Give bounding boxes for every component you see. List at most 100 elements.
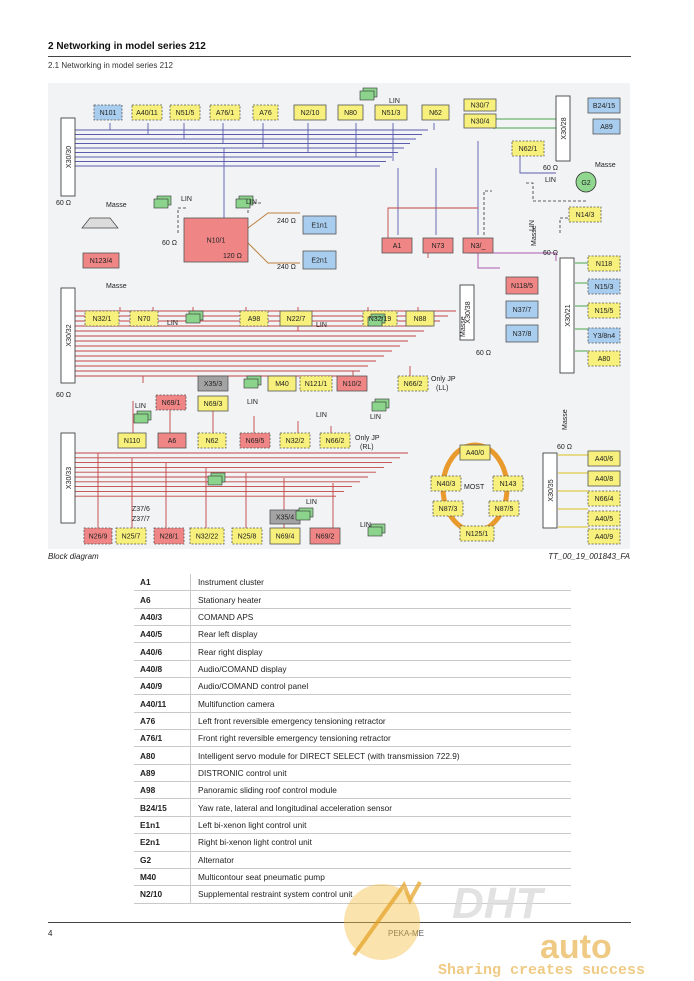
module-label: N32/1: [93, 316, 112, 323]
header-rule: [48, 56, 631, 57]
module-label: N37/8: [513, 331, 532, 338]
watermark-brand-top: DHT: [452, 879, 546, 928]
legend-description: Audio/COMAND control panel: [190, 677, 571, 696]
module-label: A80: [598, 356, 611, 363]
section-title: 2 Networking in model series 212: [48, 41, 206, 52]
module-label: A40/8: [595, 476, 613, 483]
lin-device-icon: [243, 378, 259, 389]
legend-description: Left front reversible emergency tensioni…: [190, 712, 571, 731]
watermark-logo: DHT auto Sharing creates success: [344, 879, 645, 979]
module-box: [374, 104, 408, 121]
diagram-reference: TT_00_19_001843_FA: [548, 552, 630, 561]
module-box: [115, 527, 147, 545]
module-box: [587, 278, 621, 295]
module-box: [209, 104, 241, 121]
legend-description: Multifunction camera: [190, 694, 571, 713]
resistance-label: 60 Ω: [543, 165, 558, 172]
ground-label: Masse: [562, 409, 569, 430]
connector-block: [60, 287, 76, 384]
module-label: N32/19: [369, 316, 392, 323]
connector-block: [542, 452, 558, 529]
legend-code: A80: [134, 746, 191, 765]
connector-label: X30/30: [66, 146, 73, 168]
module-box: [505, 276, 539, 295]
module-box: [492, 475, 524, 492]
lin-label: LIN: [246, 199, 257, 206]
module-label: N101: [100, 110, 117, 117]
legend-code: A40/11: [134, 694, 191, 713]
module-box: [189, 527, 225, 545]
connector-block: [559, 257, 575, 374]
module-box: [269, 527, 301, 545]
module-box: [319, 432, 351, 449]
resistance-label: 240 Ω: [277, 264, 296, 271]
module-label: N40/3: [437, 481, 456, 488]
page-number: 4: [48, 929, 53, 938]
module-label: N66/2: [404, 381, 423, 388]
legend-code: B24/15: [134, 798, 191, 817]
module-box: [279, 432, 311, 449]
module-label: N3/_: [471, 243, 486, 250]
connector-block: [60, 117, 76, 197]
module-box: [299, 375, 333, 392]
bus-wire: [247, 242, 300, 264]
module-box: [459, 525, 495, 542]
lin-label: LIN: [135, 403, 146, 410]
legend-code: A89: [134, 764, 191, 783]
lin-label: LIN: [181, 196, 192, 203]
module-label: N2/10: [301, 110, 320, 117]
module-label: N26/9: [89, 534, 108, 541]
module-box: [587, 490, 621, 507]
legend-description: Left bi-xenon light control unit: [190, 816, 571, 835]
resistance-label: 120 Ω: [223, 253, 242, 260]
legend-description: Instrument cluster: [190, 574, 571, 592]
module-box: [505, 324, 539, 343]
legend-description: Right bi-xenon light control unit: [190, 833, 571, 852]
connector-label: X30/28: [561, 117, 568, 139]
bus-wire: [519, 149, 556, 174]
module-label: N25/7: [122, 534, 141, 541]
bus-wire: [477, 248, 500, 269]
module-box: [302, 215, 337, 235]
legend-code: E2n1: [134, 833, 191, 852]
module-box: [422, 237, 454, 254]
legend-code: A1: [134, 574, 191, 592]
module-box: [153, 527, 185, 545]
module-box: [511, 140, 545, 157]
module-box: [197, 395, 229, 412]
dashed-wire: [559, 217, 588, 233]
legend-code: A76: [134, 712, 191, 731]
module-label: N37/7: [513, 307, 532, 314]
module-box: [84, 310, 120, 327]
module-label: N125/1: [466, 531, 489, 538]
module-box: [587, 97, 621, 114]
legend-description: Yaw rate, lateral and longitudinal accel…: [190, 798, 571, 817]
module-box: [587, 350, 621, 367]
connector-label: X30/35: [548, 479, 555, 501]
connector-label: X30/32: [66, 324, 73, 346]
module-label: N30/4: [471, 119, 490, 126]
note-label: Z37/6: [132, 506, 150, 513]
bus-wire: [468, 252, 557, 261]
lin-device-icon: [235, 198, 251, 209]
legend-description: Panoramic sliding roof control module: [190, 781, 571, 800]
dashed-wire: [177, 207, 188, 233]
legend-code: A40/8: [134, 660, 191, 679]
module-box: [462, 237, 494, 254]
module-box: [505, 300, 539, 319]
module-label: N69/4: [276, 534, 295, 541]
connector-block: [60, 432, 76, 524]
note-label: (LL): [436, 385, 448, 392]
module-label: A1: [393, 243, 402, 250]
module-label: N62: [206, 438, 219, 445]
module-box: [336, 375, 368, 392]
